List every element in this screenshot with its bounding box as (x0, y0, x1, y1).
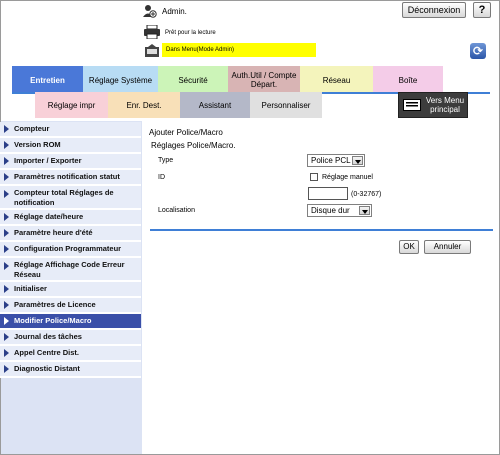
location-select[interactable]: Disque dur (307, 204, 372, 217)
form-divider (150, 229, 493, 231)
chevron-right-icon (4, 141, 9, 149)
sidebar-item-label: Initialiser (14, 284, 47, 293)
sidebar-item-label: Modifier Police/Macro (14, 316, 92, 325)
sidebar-item-8[interactable]: Réglage Affichage Code Erreur Réseau (0, 258, 141, 282)
admin-mode-bar: Dans Menu(Mode Admin) (162, 43, 316, 57)
type-select[interactable]: Police PCL (307, 154, 365, 167)
chevron-right-icon (4, 213, 9, 221)
admin-user-icon (143, 5, 157, 18)
chevron-right-icon (4, 262, 9, 270)
sidebar-item-12[interactable]: Journal des tâches (0, 330, 141, 346)
sidebar-item-label: Compteur (14, 124, 50, 133)
chevron-right-icon (4, 285, 9, 293)
chevron-right-icon (4, 173, 9, 181)
main-menu-icon (403, 99, 421, 111)
location-label: Localisation (158, 207, 195, 214)
page-subtitle: Réglages Police/Macro. (151, 141, 236, 150)
sidebar-item-label: Importer / Exporter (14, 156, 82, 165)
main-menu-label: Vers Menu principal (425, 96, 465, 114)
chevron-right-icon (4, 349, 9, 357)
type-label: Type (158, 157, 174, 164)
tab-main-2[interactable]: Sécurité (158, 66, 228, 94)
sidebar-item-1[interactable]: Version ROM (0, 138, 141, 154)
device-status-text: Prêt pour la lecture (165, 30, 216, 36)
sidebar-item-7[interactable]: Configuration Programmateur (0, 242, 141, 258)
cancel-button[interactable]: Annuler (424, 240, 471, 254)
chevron-right-icon (4, 125, 9, 133)
main-menu-button[interactable]: Vers Menu principal (398, 92, 468, 118)
tab-main-0[interactable]: Entretien (12, 66, 83, 94)
sidebar-item-3[interactable]: Paramètres notification statut (0, 170, 141, 186)
sidebar-item-5[interactable]: Réglage date/heure (0, 210, 141, 226)
sidebar-item-label: Version ROM (14, 140, 61, 149)
chevron-right-icon (4, 301, 9, 309)
chevron-right-icon (4, 157, 9, 165)
ok-button[interactable]: OK (399, 240, 419, 254)
tab-main-3[interactable]: Auth.Util / Compte Départ. (228, 66, 300, 94)
sidebar-item-label: Configuration Programmateur (14, 244, 122, 253)
id-range-hint: (0-32767) (351, 191, 382, 198)
chevron-right-icon (4, 333, 9, 341)
printer-icon (144, 25, 160, 39)
sidebar-item-6[interactable]: Paramètre heure d'été (0, 226, 141, 242)
logout-button[interactable]: Déconnexion (402, 2, 466, 18)
tab-sub-3[interactable]: Personnaliser (250, 92, 322, 118)
sidebar-item-14[interactable]: Diagnostic Distant (0, 362, 141, 378)
sidebar-item-10[interactable]: Paramètres de Licence (0, 298, 141, 314)
chevron-right-icon (4, 229, 9, 237)
sidebar-item-11[interactable]: Modifier Police/Macro (0, 314, 141, 330)
sidebar-item-9[interactable]: Initialiser (0, 282, 141, 298)
tab-main-1[interactable]: Réglage Système (83, 66, 158, 94)
admin-user-label: Admin. (162, 7, 187, 16)
sidebar-item-2[interactable]: Importer / Exporter (0, 154, 141, 170)
sidebar-item-label: Paramètres de Licence (14, 300, 96, 309)
sidebar-item-0[interactable]: Compteur (0, 122, 141, 138)
id-input[interactable] (308, 187, 348, 200)
chevron-right-icon (4, 317, 9, 325)
sidebar-item-label: Réglage Affichage Code Erreur Réseau (14, 260, 125, 279)
sidebar-item-13[interactable]: Appel Centre Dist. (0, 346, 141, 362)
manual-setting-checkbox[interactable] (310, 173, 318, 181)
sidebar-item-label: Appel Centre Dist. (14, 348, 80, 357)
location-select-value: Disque dur (311, 206, 350, 215)
sidebar-item-4[interactable]: Compteur total Réglages de notification (0, 186, 141, 210)
sidebar-item-label: Compteur total Réglages de notification (14, 188, 114, 207)
admin-mode-icon (145, 44, 159, 57)
chevron-right-icon (4, 190, 9, 198)
page-title: Ajouter Police/Macro (149, 128, 223, 137)
chevron-down-icon (359, 206, 370, 215)
sidebar-item-label: Diagnostic Distant (14, 364, 80, 373)
sidebar-item-label: Paramètre heure d'été (14, 228, 93, 237)
tab-main-4[interactable]: Réseau (300, 66, 373, 94)
refresh-icon[interactable]: ⟳ (470, 43, 486, 59)
tab-sub-0[interactable]: Réglage impr (35, 92, 108, 118)
type-select-value: Police PCL (311, 156, 351, 165)
tab-sub-2[interactable]: Assistant (180, 92, 250, 118)
manual-setting-label: Réglage manuel (322, 174, 373, 181)
tab-sub-1[interactable]: Enr. Dest. (108, 92, 180, 118)
chevron-right-icon (4, 365, 9, 373)
sidebar-item-label: Journal des tâches (14, 332, 82, 341)
chevron-right-icon (4, 245, 9, 253)
chevron-down-icon (352, 156, 363, 165)
help-button[interactable]: ? (473, 2, 491, 18)
sidebar-item-label: Réglage date/heure (14, 212, 84, 221)
id-label: ID (158, 174, 165, 181)
sidebar-item-label: Paramètres notification statut (14, 172, 120, 181)
tab-main-5[interactable]: Boîte (373, 66, 443, 94)
